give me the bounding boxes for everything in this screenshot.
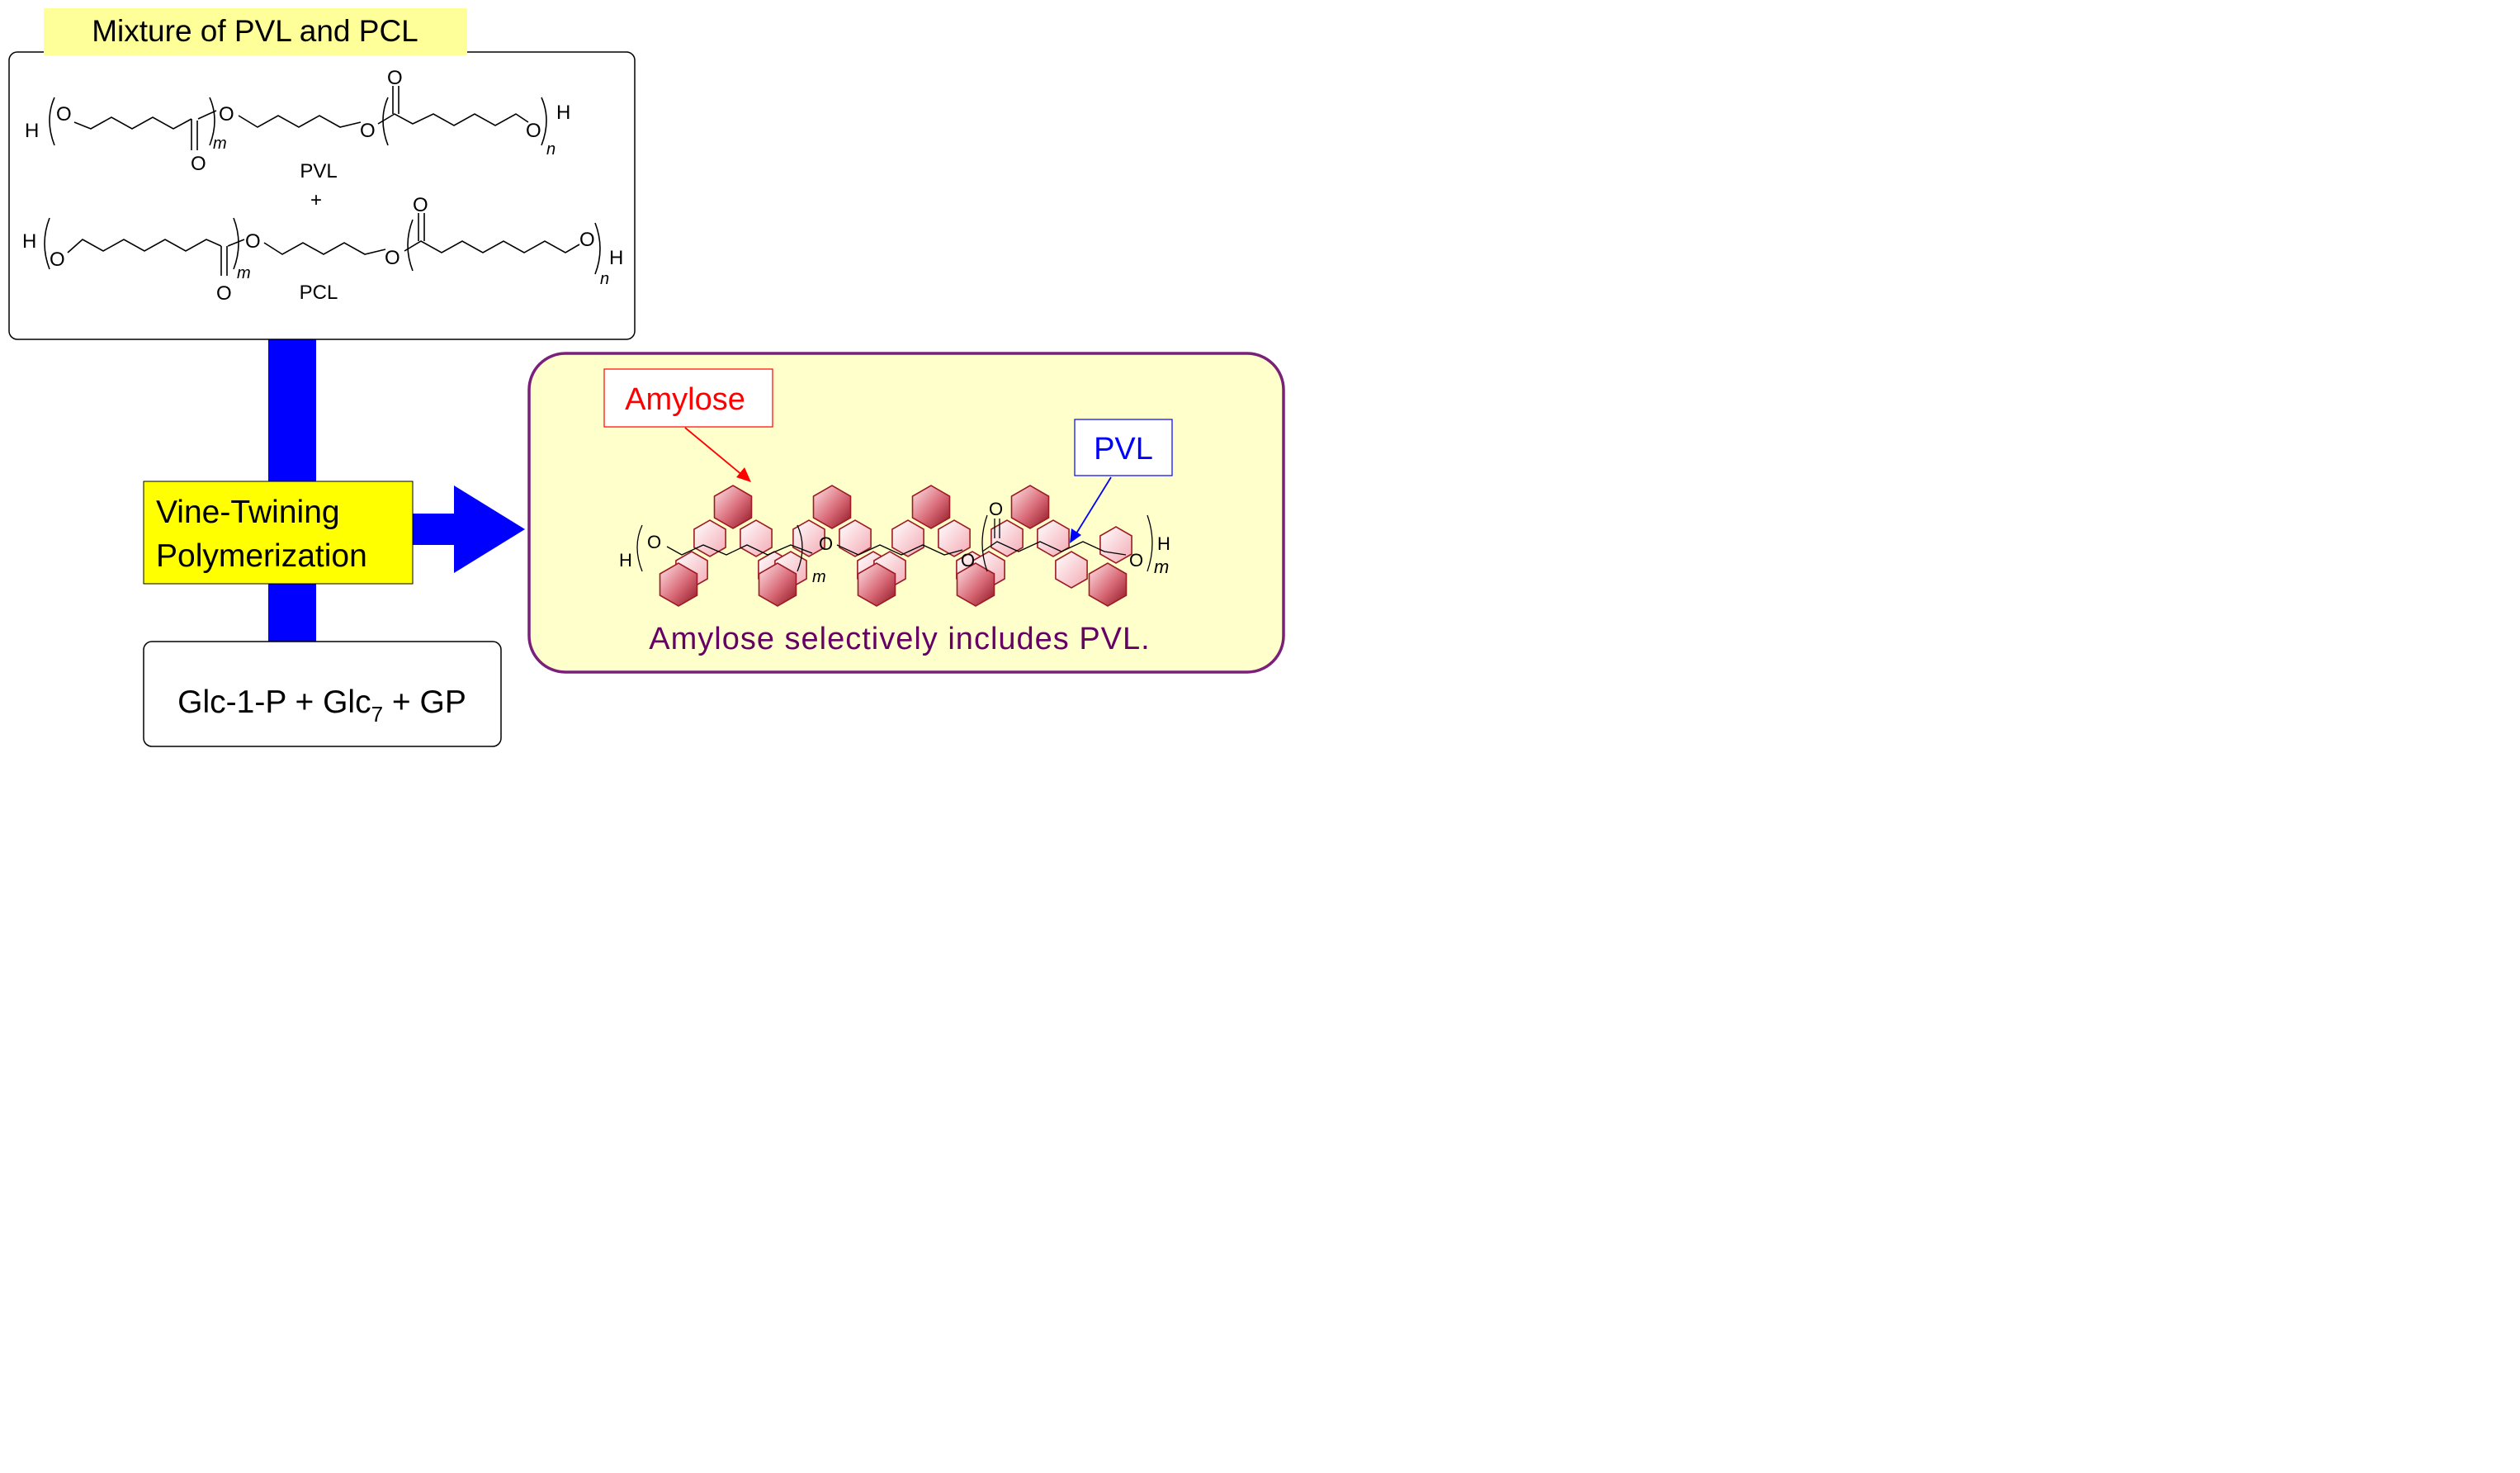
svg-text:O: O: [191, 153, 206, 175]
glucose-unit-icon: [713, 485, 753, 529]
title-text: Mixture of PVL and PCL: [92, 14, 418, 48]
glucose-unit-icon: [792, 519, 825, 557]
svg-text:H: H: [25, 120, 39, 142]
svg-text:O: O: [219, 103, 234, 126]
glucose-unit-icon: [758, 562, 797, 607]
diagram-canvas: Mixture of PVL and PCL H O O m O O O O H…: [8, 8, 1285, 747]
process-label-box: Vine-Twining Polymerization: [143, 481, 414, 585]
pvl-callout: PVL: [1070, 419, 1173, 543]
reagents-text: Glc-1-P + Glc7 + GP: [177, 684, 466, 727]
process-label-line2: Polymerization: [156, 538, 367, 574]
glucose-unit-icon: [891, 519, 924, 557]
amylose-callout: Amylose: [603, 368, 773, 482]
svg-text:O: O: [579, 229, 595, 251]
svg-text:H: H: [556, 102, 570, 124]
svg-text:m: m: [1154, 557, 1169, 577]
pvl-structure: H O O m O O O O H n: [25, 67, 570, 175]
process-label-line1: Vine-Twining: [156, 495, 340, 530]
reagents-box: Glc-1-P + Glc7 + GP: [143, 641, 502, 747]
svg-text:O: O: [1129, 550, 1143, 571]
svg-text:H: H: [609, 247, 623, 269]
svg-text:O: O: [647, 532, 661, 552]
svg-text:O: O: [50, 249, 65, 271]
svg-text:O: O: [819, 533, 833, 554]
svg-text:O: O: [245, 230, 261, 253]
glucose-unit-icon: [1010, 485, 1050, 529]
svg-text:H: H: [1157, 533, 1170, 554]
svg-text:O: O: [216, 282, 232, 305]
pvl-guest-chain: H O m O O O O H m: [619, 499, 1170, 586]
pcl-label: PCL: [300, 282, 338, 304]
glucose-unit-icon: [956, 562, 995, 607]
svg-text:O: O: [413, 194, 428, 216]
glucose-unit-icon: [1088, 562, 1128, 607]
svg-text:O: O: [56, 103, 72, 126]
svg-text:O: O: [385, 247, 400, 269]
svg-text:O: O: [961, 550, 975, 571]
amylose-label: Amylose: [625, 382, 745, 417]
svg-text:m: m: [812, 568, 826, 586]
svg-text:H: H: [22, 230, 36, 253]
glucose-unit-icon: [812, 485, 852, 529]
svg-text:n: n: [600, 270, 609, 288]
svg-text:n: n: [546, 140, 556, 159]
svg-text:m: m: [237, 264, 251, 282]
svg-text:O: O: [526, 120, 541, 142]
svg-text:H: H: [619, 550, 632, 571]
amylose-helix: [659, 485, 1132, 607]
glucose-unit-icon: [740, 519, 773, 557]
glucose-unit-icon: [693, 519, 726, 557]
glucose-unit-icon: [938, 519, 971, 557]
pvl-label: PVL: [300, 160, 337, 182]
pvl-callout-label: PVL: [1094, 432, 1153, 467]
result-caption: Amylose selectively includes PVL.: [649, 622, 1150, 656]
glucose-unit-icon: [659, 562, 698, 607]
svg-text:O: O: [387, 67, 403, 89]
horizontal-arrow-shaft: [413, 514, 457, 545]
pcl-structure: H O O m O O O O H n: [22, 194, 623, 305]
glucose-unit-icon: [839, 519, 872, 557]
horizontal-arrow-head: [454, 485, 525, 573]
svg-text:O: O: [989, 499, 1003, 519]
glucose-unit-icon: [911, 485, 951, 529]
glucose-unit-icon: [857, 562, 896, 607]
plus-sign: +: [310, 189, 322, 211]
svg-text:m: m: [213, 135, 227, 153]
title-banner: Mixture of PVL and PCL: [44, 8, 467, 55]
svg-text:O: O: [360, 120, 376, 142]
glucose-unit-icon: [1055, 551, 1088, 589]
glucose-unit-icon: [1037, 519, 1070, 557]
